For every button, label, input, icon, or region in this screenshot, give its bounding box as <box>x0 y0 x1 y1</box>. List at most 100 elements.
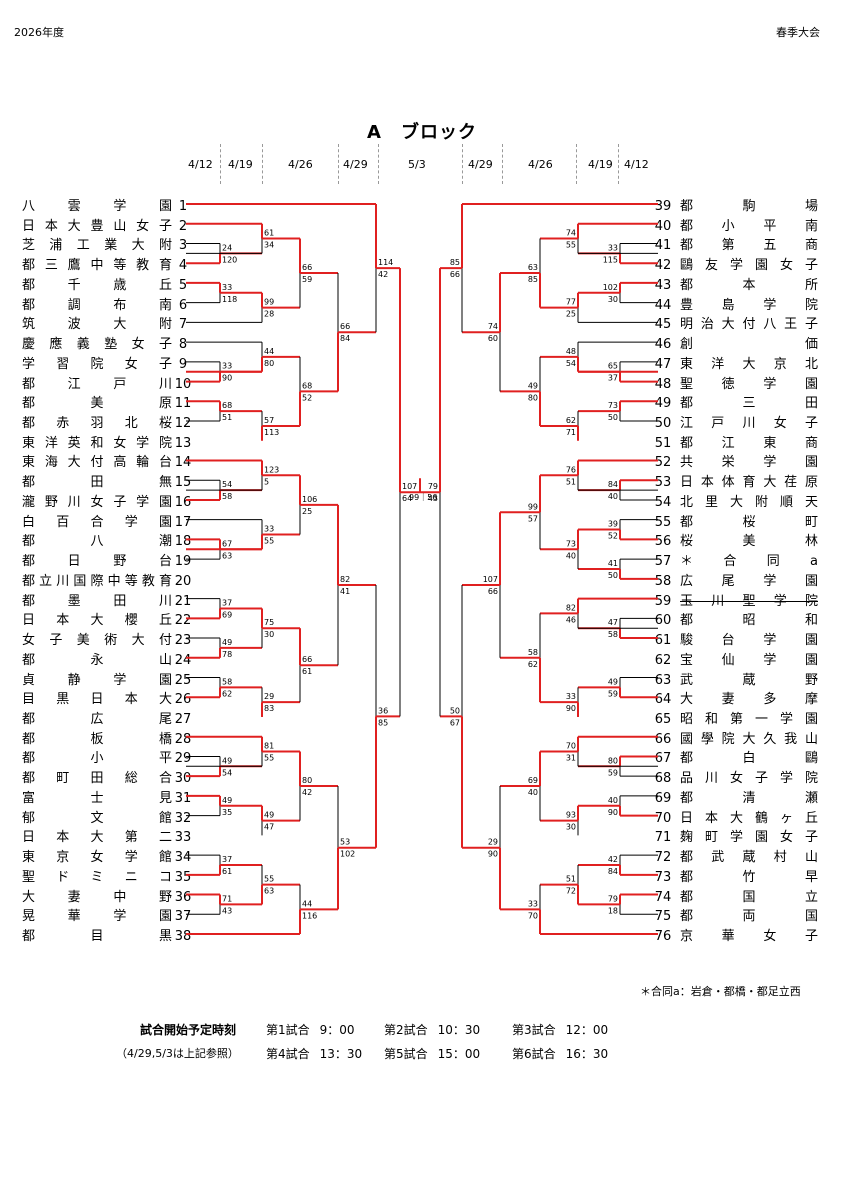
score-label: 49 <box>528 381 538 390</box>
team-name: 都赤羽北桜 <box>22 416 172 432</box>
score-label: 107 <box>483 575 498 584</box>
team-number: 49 <box>654 396 672 412</box>
score-label: 46 <box>566 615 576 624</box>
team-row: 76 京華女子 <box>652 925 818 944</box>
team-number: 31 <box>174 790 192 806</box>
score-label: 55 <box>264 875 274 884</box>
team-number: 7 <box>178 317 188 333</box>
team-name: 都三鷹中等教育 <box>22 258 172 274</box>
footnote: ＊合同a：岩倉・都橋・都足立西 <box>640 985 801 998</box>
team-name: 日本大櫻丘 <box>22 613 172 629</box>
team-number: 22 <box>174 613 192 629</box>
team-name: 都板橋 <box>22 731 172 747</box>
team-name: 國學院大久我山 <box>680 731 818 747</box>
team-name: 都墨田川 <box>22 593 172 609</box>
date-separator <box>576 144 577 184</box>
team-number: 30 <box>174 771 192 787</box>
team-name: 学習院女子 <box>22 356 172 372</box>
score-label: 51 <box>566 477 576 486</box>
score-label: 30 <box>608 295 618 304</box>
team-name: 江戸川女子 <box>680 416 818 432</box>
score-label: 69 <box>528 776 538 785</box>
score-label: 76 <box>566 465 576 474</box>
score-label: 70 <box>566 742 576 751</box>
team-number: 55 <box>654 514 672 530</box>
team-number: 70 <box>654 810 672 826</box>
score-label: 114 <box>378 258 393 267</box>
team-row: 57＊合同a <box>652 550 818 569</box>
team-number: 76 <box>654 929 672 944</box>
score-label: 79 <box>608 894 618 903</box>
team-name: 聖ドミニコ <box>22 869 172 885</box>
score-label: 37 <box>222 598 232 607</box>
score-label: 79 <box>428 482 438 491</box>
team-name: 鷗友学園女子 <box>680 258 818 274</box>
score-label: 85 <box>450 258 460 267</box>
team-number: 27 <box>174 711 192 727</box>
slot-label: 第4試合 <box>266 1047 310 1061</box>
team-name: 東海大付高輪台 <box>22 455 172 471</box>
score-label: 66 <box>302 263 312 272</box>
score-label: 39 <box>608 520 618 529</box>
team-name: 都千歳丘 <box>22 277 172 293</box>
team-number: 38 <box>174 929 192 944</box>
score-label: 33 <box>608 243 618 252</box>
team-name: 日本大豊山女子 <box>22 218 172 234</box>
score-label: 34 <box>264 241 274 250</box>
score-label: 81 <box>264 742 274 751</box>
team-name: 郁文館 <box>22 810 172 826</box>
score-label: 52 <box>302 393 312 402</box>
score-label: 106 <box>302 495 317 504</box>
score-label: 64 <box>402 494 412 503</box>
score-label: 84 <box>608 480 618 489</box>
team-name: 貞静学園 <box>22 672 172 688</box>
score-label: 77 <box>566 298 576 307</box>
score-label: 65 <box>608 362 618 371</box>
date-separator <box>618 144 619 184</box>
score-label: 82 <box>566 603 576 612</box>
team-number: 25 <box>174 672 192 688</box>
score-label: 53 <box>340 838 350 847</box>
team-name: ＊合同a <box>680 554 818 570</box>
score-label: 67 <box>222 539 232 548</box>
team-name: 目黒日本大 <box>22 692 172 708</box>
score-label: 44 <box>264 347 274 356</box>
team-name: 女子美術大付 <box>22 633 172 649</box>
score-label: 24 <box>222 243 232 252</box>
round-date: 4/19 <box>588 158 613 171</box>
score-label: 31 <box>566 754 576 763</box>
team-name: 京華女子 <box>680 929 818 944</box>
slot-label: 第2試合 <box>384 1023 428 1037</box>
team-name: 東洋英和女学院 <box>22 435 172 451</box>
score-label: 40 <box>566 551 576 560</box>
team-number: 44 <box>654 297 672 313</box>
slot-label: 第1試合 <box>266 1023 310 1037</box>
team-number: 42 <box>654 258 672 274</box>
team-name: 都田無 <box>22 475 172 491</box>
team-number: 4 <box>178 258 188 274</box>
schedule-note: （4/29,5/3は上記参照） <box>116 1047 239 1060</box>
team-name: 八雲学園 <box>22 199 172 214</box>
score-label: 66 <box>302 655 312 664</box>
score-label: 74 <box>488 322 498 331</box>
score-label: 41 <box>608 559 618 568</box>
score-label: 58 <box>528 648 538 657</box>
team-name: 宝仙学園 <box>680 652 818 668</box>
score-label: 47 <box>608 618 618 627</box>
